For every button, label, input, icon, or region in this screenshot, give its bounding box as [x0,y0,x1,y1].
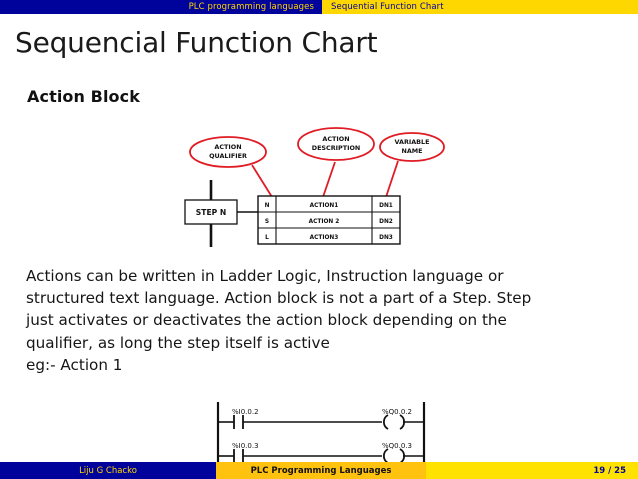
rung-1-coil-label: %Q0.0.2 [382,408,412,416]
header-bar: PLC programming languages Sequential Fun… [0,0,638,14]
body-line: just activates or deactivates the action… [26,311,507,330]
callout-action-qualifier: ACTION QUALIFIER [189,136,267,168]
action-qualifier-line2: QUALIFIER [209,152,247,160]
callout-leader-lines [251,160,399,198]
row-3-description: ACTION3 [310,235,339,241]
row-1-description: ACTION1 [310,203,339,209]
row-3-variable: DN3 [379,235,393,241]
footer-author-label: Liju G Chacko [79,465,137,476]
action-qualifier-ellipse [189,136,267,168]
step-n-label: STEP N [196,208,226,217]
row-1-qualifier: N [265,203,270,209]
variable-name-line2: NAME [401,147,422,155]
callout-action-description: ACTION DESCRIPTION [297,127,375,161]
variable-name-ellipse [379,132,445,162]
rung-2-contact-label: %I0.0.3 [232,442,259,450]
header-right-segment: Sequential Function Chart [322,0,638,14]
action-description-line2: DESCRIPTION [312,144,360,152]
action-description-ellipse [297,127,375,161]
row-1-variable: DN1 [379,203,393,209]
section-heading: Action Block [27,87,140,106]
footer-subject-segment: PLC Programming Languages [216,462,426,479]
action-table-row: L ACTION3 DN3 [265,235,393,241]
ladder-rung: %I0.0.2 %Q0.0.2 [218,408,424,430]
footer-bar: Liju G Chacko PLC Programming Languages … [0,462,638,479]
ladder-rung: %I0.0.3 %Q0.0.3 [218,442,424,464]
body-line: Actions can be written in Ladder Logic, … [26,267,504,285]
action-qualifier-line1: ACTION [214,143,241,151]
header-section-label: Sequential Function Chart [331,2,444,12]
action-table-outline [257,195,401,245]
row-3-qualifier: L [265,235,269,241]
footer-author-segment: Liju G Chacko [0,462,216,479]
footer-page-segment: 19 / 25 [426,462,638,479]
action-table-row: N ACTION1 DN1 [265,203,393,209]
rung-2-coil-left-arc [382,448,389,464]
ladder-diagram: %I0.0.2 %Q0.0.2 %I0.0.3 %Q0.0.3 [210,398,440,468]
row-2-description: ACTION 2 [309,219,340,225]
body-line: qualifier, as long the step itself is ac… [26,333,330,352]
action-description-line1: ACTION [322,135,349,143]
callout-variable-name: VARIABLE NAME [379,132,445,162]
action-block-table: N ACTION1 DN1 S ACTION 2 DN2 L ACTION3 D… [257,195,401,245]
page-title: Sequencial Function Chart [15,26,378,59]
header-course-label: PLC programming languages [188,2,314,12]
action-block-diagram: ACTION QUALIFIER ACTION DESCRIPTION VARI… [180,125,470,255]
body-paragraph: Actions can be written in Ladder Logic, … [26,265,620,376]
header-left-segment: PLC programming languages [0,0,322,14]
rung-1-coil-left-arc [382,414,389,430]
action-table-row: S ACTION 2 DN2 [265,219,393,225]
body-line-example: eg:- Action 1 [26,355,123,374]
variable-name-line1: VARIABLE [394,138,429,146]
body-line: structured text language. Action block i… [26,289,532,308]
rung-2-coil-label: %Q0.0.3 [382,442,412,450]
footer-subject-label: PLC Programming Languages [250,465,392,476]
row-2-qualifier: S [265,219,269,225]
rung-1-contact-label: %I0.0.2 [232,408,259,416]
row-2-variable: DN2 [379,219,393,225]
footer-page-number: 19 / 25 [593,465,626,476]
